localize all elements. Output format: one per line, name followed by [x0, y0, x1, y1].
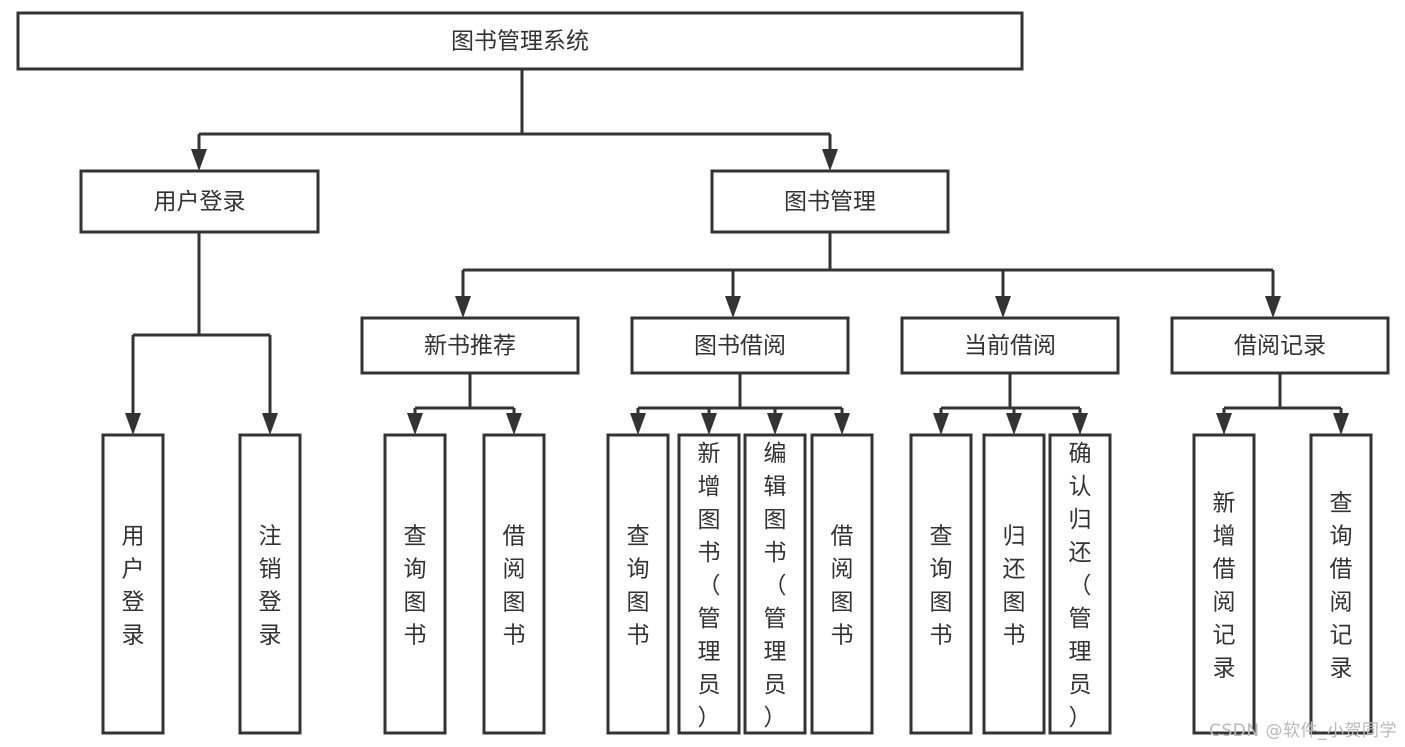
node-label: 用户登录: [154, 189, 246, 215]
node-box[interactable]: [900, 316, 1120, 375]
node-leaf-query-book-3[interactable]: 查询图书: [909, 433, 973, 735]
node-label: 归还图书: [1003, 524, 1026, 649]
node-box[interactable]: [482, 433, 546, 735]
arrow-head-icon: [822, 149, 838, 171]
connector-group-new-book-rec: [407, 373, 522, 435]
node-box[interactable]: [677, 433, 741, 735]
node-leaf-edit-book[interactable]: 编辑图书（管理员）: [743, 433, 807, 735]
arrow-head-icon: [191, 149, 207, 171]
arrow-head-icon: [1006, 413, 1022, 435]
connector-group-borrow-record: [1216, 373, 1349, 435]
connector-layer: [125, 69, 1349, 435]
node-leaf-query-book-2[interactable]: 查询图书: [606, 433, 670, 735]
node-leaf-borrow-book-2[interactable]: 借阅图书: [810, 433, 874, 735]
arrow-head-icon: [1216, 413, 1232, 435]
node-box[interactable]: [982, 433, 1046, 735]
node-box[interactable]: [606, 433, 670, 735]
node-leaf-user-login[interactable]: 用户登录: [101, 433, 165, 735]
connector-group-book-manage: [455, 232, 1281, 318]
node-borrow-record[interactable]: 借阅记录: [1170, 316, 1390, 375]
node-box[interactable]: [1192, 433, 1256, 735]
node-root[interactable]: 图书管理系统: [16, 11, 1024, 71]
node-box[interactable]: [79, 169, 320, 234]
node-leaf-confirm-return[interactable]: 确认归还（管理员）: [1048, 433, 1112, 735]
arrow-head-icon: [407, 413, 423, 435]
node-label: 当前借阅: [964, 333, 1056, 359]
arrow-head-icon: [834, 413, 850, 435]
arrow-head-icon: [725, 296, 741, 318]
connector-group-root: [191, 69, 838, 171]
node-new-book-rec[interactable]: 新书推荐: [360, 316, 580, 375]
connector-group-book-borrow: [630, 373, 850, 435]
node-leaf-return-book[interactable]: 归还图书: [982, 433, 1046, 735]
connector-group-user-login: [125, 232, 278, 435]
node-box[interactable]: [1170, 316, 1390, 375]
arrow-head-icon: [933, 413, 949, 435]
node-book-borrow[interactable]: 图书借阅: [630, 316, 850, 375]
arrow-head-icon: [1265, 296, 1281, 318]
node-leaf-add-book[interactable]: 新增图书（管理员）: [677, 433, 741, 735]
arrow-head-icon: [995, 296, 1011, 318]
node-label: 用户登录: [122, 524, 145, 649]
node-leaf-user-logout[interactable]: 注销登录: [238, 433, 302, 735]
node-label: 注销登录: [259, 524, 282, 649]
node-box[interactable]: [383, 433, 447, 735]
node-book-manage[interactable]: 图书管理: [710, 169, 950, 234]
arrow-head-icon: [767, 413, 783, 435]
node-label: 图书管理系统: [451, 29, 589, 55]
node-label: 借阅图书: [503, 524, 526, 649]
node-box[interactable]: [710, 169, 950, 234]
node-box[interactable]: [101, 433, 165, 735]
node-box[interactable]: [1048, 433, 1112, 735]
node-leaf-query-book-1[interactable]: 查询图书: [383, 433, 447, 735]
arrow-head-icon: [1072, 413, 1088, 435]
node-leaf-add-record[interactable]: 新增借阅记录: [1192, 433, 1256, 735]
node-label: 新增图书（管理员）: [698, 441, 721, 731]
node-user-login[interactable]: 用户登录: [79, 169, 320, 234]
arrow-head-icon: [506, 413, 522, 435]
node-label: 新书推荐: [424, 333, 516, 359]
node-box[interactable]: [743, 433, 807, 735]
arrow-head-icon: [701, 413, 717, 435]
node-box[interactable]: [16, 11, 1024, 71]
node-leaf-borrow-book-1[interactable]: 借阅图书: [482, 433, 546, 735]
node-leaf-query-record[interactable]: 查询借阅记录: [1309, 433, 1373, 735]
connector-group-current-borrow: [933, 373, 1088, 435]
node-label: 新增借阅记录: [1213, 491, 1236, 682]
node-label: 查询图书: [627, 524, 650, 649]
arrow-head-icon: [125, 413, 141, 435]
node-label: 图书管理: [784, 189, 876, 215]
node-box[interactable]: [630, 316, 850, 375]
node-label: 查询图书: [930, 524, 953, 649]
node-box[interactable]: [238, 433, 302, 735]
node-box[interactable]: [1309, 433, 1373, 735]
node-label: 借阅记录: [1234, 333, 1326, 359]
node-box[interactable]: [909, 433, 973, 735]
arrow-head-icon: [455, 296, 471, 318]
node-label: 查询借阅记录: [1330, 491, 1353, 682]
arrow-head-icon: [262, 413, 278, 435]
node-label: 图书借阅: [694, 333, 786, 359]
node-label: 确认归还（管理员）: [1069, 441, 1092, 731]
arrow-head-icon: [1333, 413, 1349, 435]
node-current-borrow[interactable]: 当前借阅: [900, 316, 1120, 375]
node-label: 查询图书: [404, 524, 427, 649]
node-label: 借阅图书: [831, 524, 854, 649]
node-box[interactable]: [810, 433, 874, 735]
arrow-head-icon: [630, 413, 646, 435]
node-box[interactable]: [360, 316, 580, 375]
node-layer: 图书管理系统用户登录图书管理新书推荐图书借阅当前借阅借阅记录用户登录注销登录查询…: [16, 11, 1390, 735]
node-label: 编辑图书（管理员）: [764, 441, 787, 731]
